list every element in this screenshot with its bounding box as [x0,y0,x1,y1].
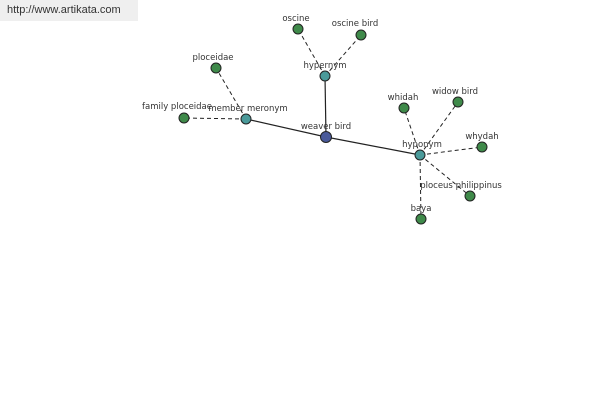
node-whydah[interactable]: whydah [465,132,499,153]
node-label-hypernym: hypernym [303,61,346,71]
node-dot-meronym[interactable] [240,113,252,125]
edge-hyponym-baya [419,154,422,220]
edge-hyponym-ploceus [419,154,471,197]
node-oscine-bird[interactable]: oscine bird [332,19,378,41]
node-label-family-ploceidae: family ploceidae [142,102,212,112]
node-family-ploceidae[interactable]: family ploceidae [142,102,212,124]
node-baya[interactable]: baya [411,204,432,225]
node-meronym[interactable]: member meronym [208,104,288,125]
node-hyponym[interactable]: hyponym [402,140,442,161]
node-ploceidae[interactable]: ploceidae [192,53,234,74]
edge-hypernym-oscine-bird [324,34,362,77]
node-label-whidah: whidah [388,93,419,103]
node-dot-baya[interactable] [415,213,427,225]
edge-meronym-ploceidae [215,67,247,120]
node-dot-hypernym[interactable] [319,70,331,82]
node-label-center: weaver bird [301,122,351,132]
node-dot-center[interactable] [320,131,332,143]
edge-hyponym-whidah [403,107,421,156]
edge-hyponym-widow-bird [419,101,459,156]
node-dot-widow-bird[interactable] [452,96,464,108]
edge-center-meronym [245,118,327,138]
node-center[interactable]: weaver bird [301,122,351,143]
edge-center-hyponym [325,136,421,156]
node-label-oscine: oscine [282,14,309,24]
node-dot-ploceus[interactable] [464,190,476,202]
node-dot-whydah[interactable] [476,141,488,153]
edge-hypernym-oscine [297,28,326,77]
node-dot-oscine-bird[interactable] [355,29,367,41]
node-label-whydah: whydah [465,132,498,142]
node-oscine[interactable]: oscine [282,14,310,35]
node-dot-hyponym[interactable] [414,149,426,161]
node-ploceus[interactable]: ploceus philippinus [420,181,502,202]
node-label-oscine-bird: oscine bird [332,19,378,29]
node-label-widow-bird: widow bird [432,87,478,97]
node-label-baya: baya [411,204,432,214]
edge-hyponym-whydah [419,146,483,156]
graph-edges [183,28,483,220]
node-label-hyponym: hyponym [402,140,442,150]
node-label-ploceidae: ploceidae [192,53,233,63]
edge-meronym-family-ploceidae [183,117,247,120]
node-whidah[interactable]: whidah [388,93,419,114]
source-url[interactable]: http://www.artikata.com [0,0,138,21]
edge-center-hypernym [324,75,327,138]
node-dot-ploceidae[interactable] [210,62,222,74]
node-label-meronym: member meronym [208,104,287,114]
node-label-ploceus: ploceus philippinus [420,181,502,191]
node-dot-oscine[interactable] [292,23,304,35]
node-dot-whidah[interactable] [398,102,410,114]
node-hypernym[interactable]: hypernym [303,61,347,82]
node-dot-family-ploceidae[interactable] [178,112,190,124]
node-widow-bird[interactable]: widow bird [432,87,478,108]
graph-nodes: weaver bird hypernym member meronym hyponym… [142,14,502,225]
